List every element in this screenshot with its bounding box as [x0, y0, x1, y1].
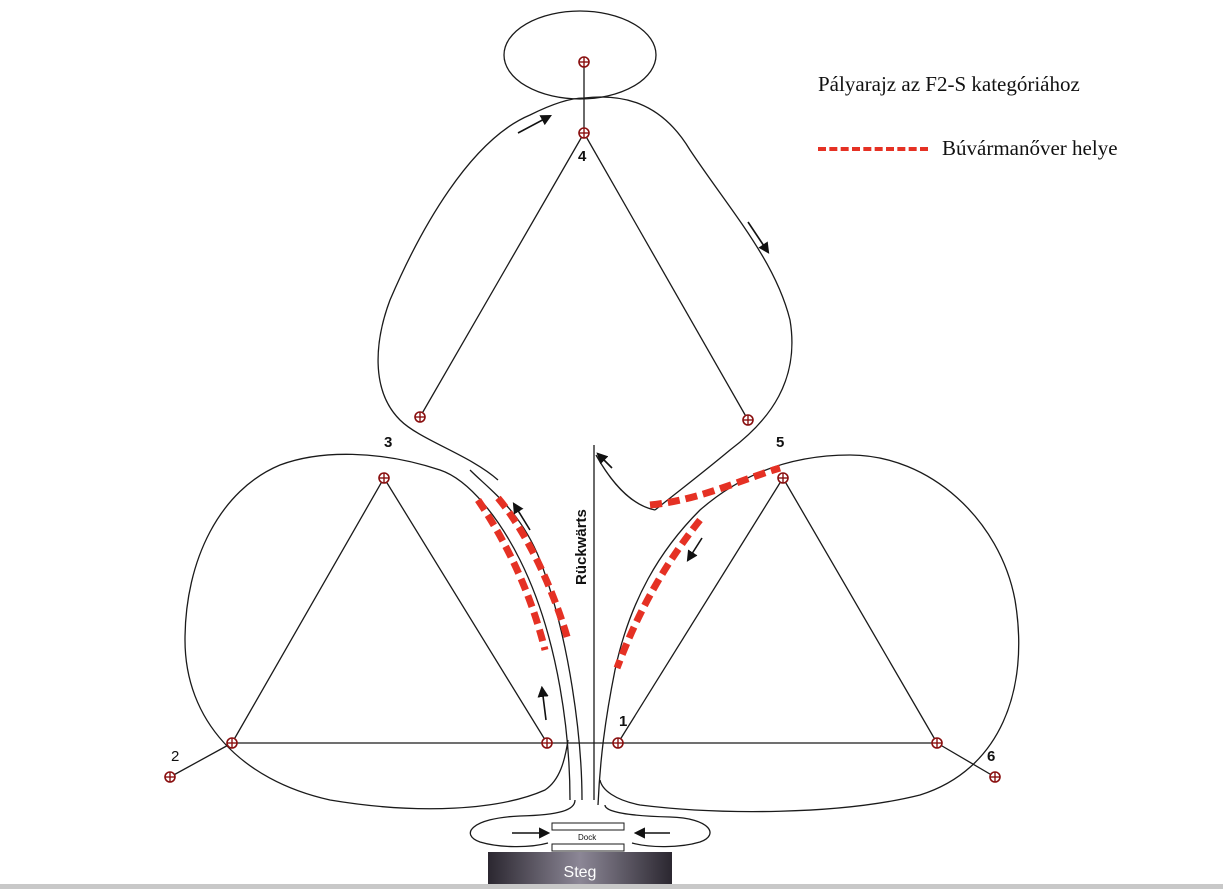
dock-approach-right [604, 804, 711, 848]
steg-block [488, 852, 672, 889]
left-loop [184, 453, 571, 810]
buoys [164, 56, 1001, 783]
upper-loop [377, 96, 793, 511]
buoy-label-2: 2 [171, 748, 179, 765]
line-6-end [936, 742, 996, 778]
buoy-icon [931, 737, 943, 749]
dive-zone-top-right [649, 464, 782, 509]
dive-zone-right [613, 517, 703, 670]
steg: Steg [488, 852, 672, 889]
line-3-center [383, 477, 548, 744]
line-3-4 [419, 132, 585, 418]
buoy-icon [989, 771, 1001, 783]
dock-approach-left [469, 799, 576, 848]
buoy-icon [414, 411, 426, 423]
line-2-start [169, 742, 233, 778]
buoy-label-3: 3 [384, 434, 392, 451]
reverse-label: Rückwärts [573, 509, 590, 585]
line-4-5 [583, 132, 749, 421]
arrow-dive-right [686, 537, 703, 562]
bottom-border [0, 884, 1223, 889]
buoy-label-5: 5 [776, 434, 784, 451]
dock-top-plank [551, 822, 625, 831]
reverse-curve [595, 454, 656, 511]
line-2-3 [231, 477, 385, 744]
buoy-labels: 1 2 3 4 5 6 [171, 148, 995, 765]
right-loop [597, 454, 1020, 813]
dock-label: Dock [578, 833, 597, 842]
buoy-icon [164, 771, 176, 783]
dock: Dock [551, 822, 625, 852]
arrow-top-left [517, 114, 552, 134]
buoy-icon [578, 127, 590, 139]
buoy-icon [612, 737, 624, 749]
legend-title: Pályarajz az F2-S kategóriához [818, 72, 1080, 96]
legend-dive-label: Búvármanőver helye [942, 136, 1118, 160]
course-lines [169, 62, 996, 800]
top-loop [503, 10, 657, 100]
legend-dive-swatch [818, 146, 928, 151]
buoy-icon [742, 414, 754, 426]
dive-zone-left-inner [495, 495, 572, 641]
buoy-label-6: 6 [987, 748, 995, 765]
arrow-top-right [747, 221, 770, 254]
steg-label: Steg [564, 864, 597, 881]
direction-arrows [512, 114, 770, 839]
buoy-icon [777, 472, 789, 484]
buoy-icon [378, 472, 390, 484]
dock-bottom-plank [551, 843, 625, 852]
line-5-6 [782, 477, 938, 744]
dive-zones [475, 464, 782, 670]
dive-zone-left-outer [475, 498, 549, 651]
buoy-icon [541, 737, 553, 749]
buoy-label-1: 1 [619, 713, 627, 730]
arrow-dive-left [512, 502, 531, 531]
line-1-5 [617, 477, 784, 744]
buoy-label-4: 4 [578, 148, 587, 165]
buoy-icon [226, 737, 238, 749]
legend-dive-row: Búvármanőver helye [818, 136, 1118, 161]
arrow-left-up [537, 685, 549, 721]
buoy-icon [578, 56, 590, 68]
arrow-reverse [596, 452, 613, 469]
